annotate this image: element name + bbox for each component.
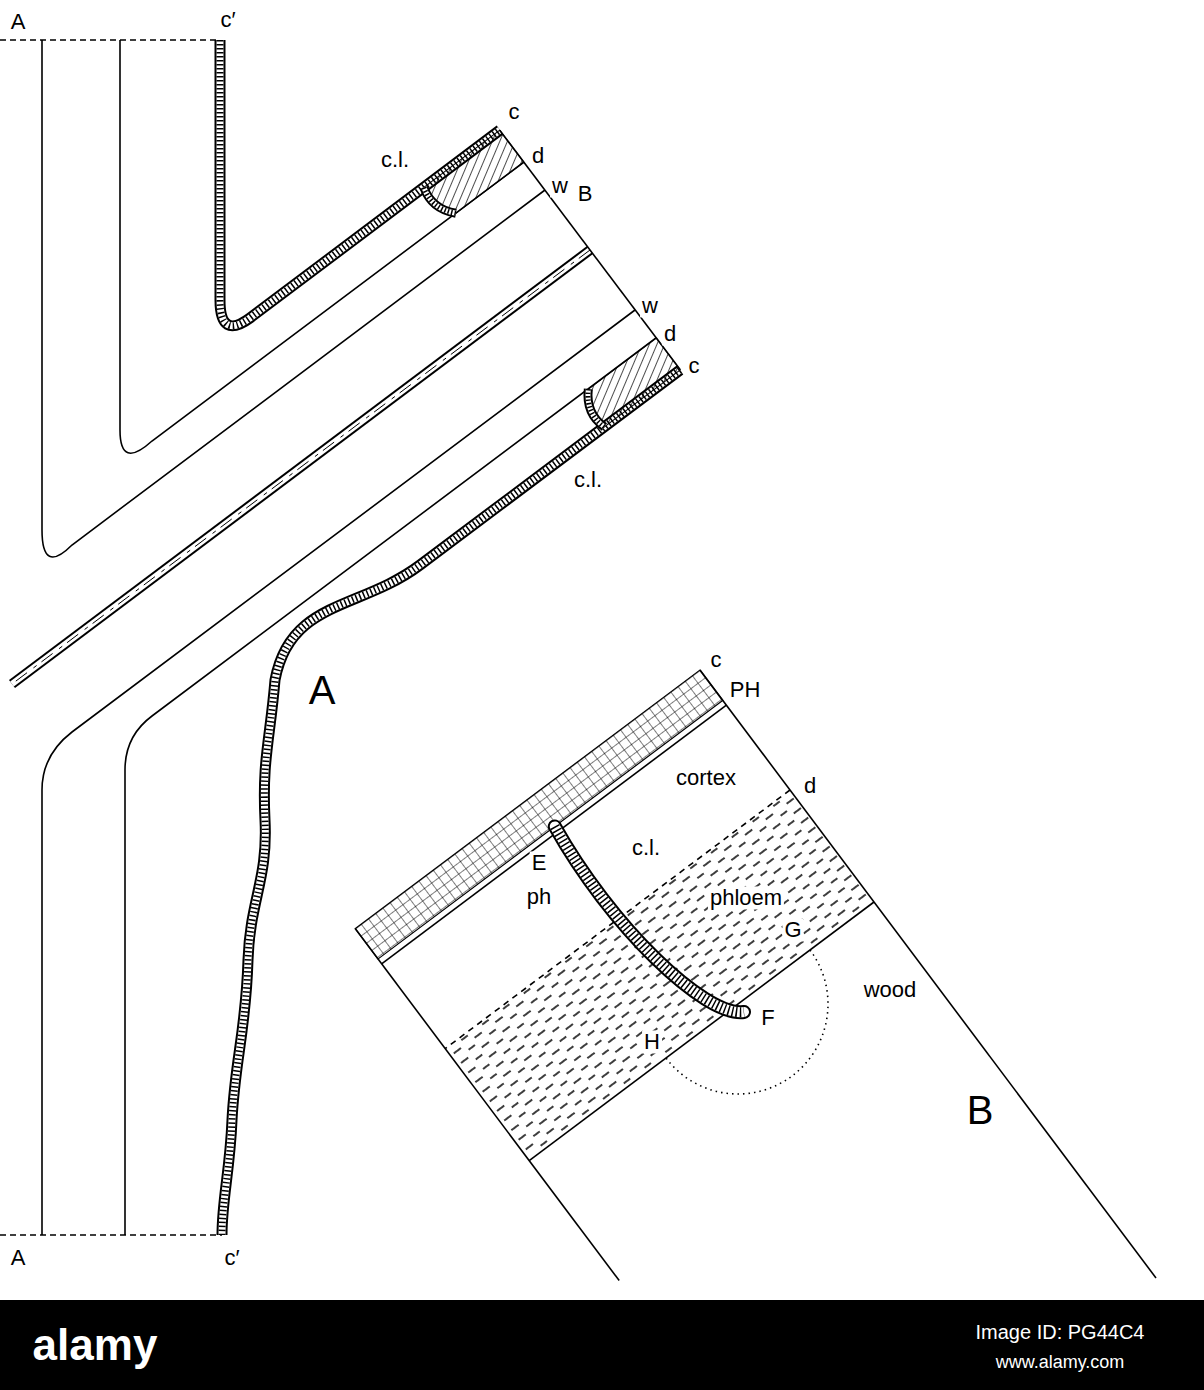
cork-layer [579,389,613,428]
periderm-band [355,670,723,959]
pith [12,250,590,684]
part-label: w [550,174,570,197]
watermark-text: www.alamy.com [994,1353,1127,1372]
part-label: B [576,182,595,205]
pith [12,250,590,684]
part-label: c.l. [572,468,604,491]
part-label: G [782,918,803,941]
part-label: c′ [222,1246,241,1269]
part-label: F [759,1006,776,1029]
cut-end [422,130,680,428]
cork-layer [551,802,744,1039]
part-label: ph [525,885,553,908]
wood-line [42,40,545,557]
dead-tissue [422,130,524,220]
cork-layer [551,802,744,1039]
wood-boundary [529,902,874,1161]
part-label: cortex [674,766,738,789]
cork-layer [579,389,613,428]
part-label: c [709,648,724,671]
part-label: c.l. [379,148,411,171]
part-label: PH [728,678,763,701]
part-label: H [642,1030,662,1053]
part-label: c [507,100,522,123]
cut-edge [700,670,1156,1278]
part-label: E [530,851,549,874]
part-label: phloem [708,886,784,909]
part-label: d [802,774,818,797]
watermark-text: alamy [31,1322,160,1368]
bark-band [222,370,680,1235]
cut-line [500,130,681,370]
wood-line [120,40,524,453]
part-label: A [9,1246,28,1269]
part-label: c′ [218,8,237,31]
part-label: d [662,322,678,345]
part-label: wood [862,978,919,1001]
part-label: A [9,10,28,33]
part-label: w [640,294,660,317]
watermark-band [0,1300,1204,1390]
part-label: c.l. [630,836,662,859]
part-label: d [530,144,546,167]
cork-layer [422,181,456,220]
cork-layer [422,181,456,220]
dotted-arc [666,950,864,1130]
cork-layer [422,181,456,220]
part-label: c [687,354,702,377]
section-line [0,1234,222,1236]
section-line [0,39,220,41]
watermark-text: Image ID: PG44C4 [974,1322,1147,1343]
pith [12,250,590,684]
cork-layer [579,389,613,428]
enlarged-section [355,670,1156,1390]
part-label: B [965,1089,996,1131]
bark-band [222,370,680,1235]
cork-layer [551,802,744,1039]
section-edge [355,929,619,1281]
dead-tissue [579,338,681,428]
bark-band [222,370,680,1235]
part-label: A [307,669,338,711]
